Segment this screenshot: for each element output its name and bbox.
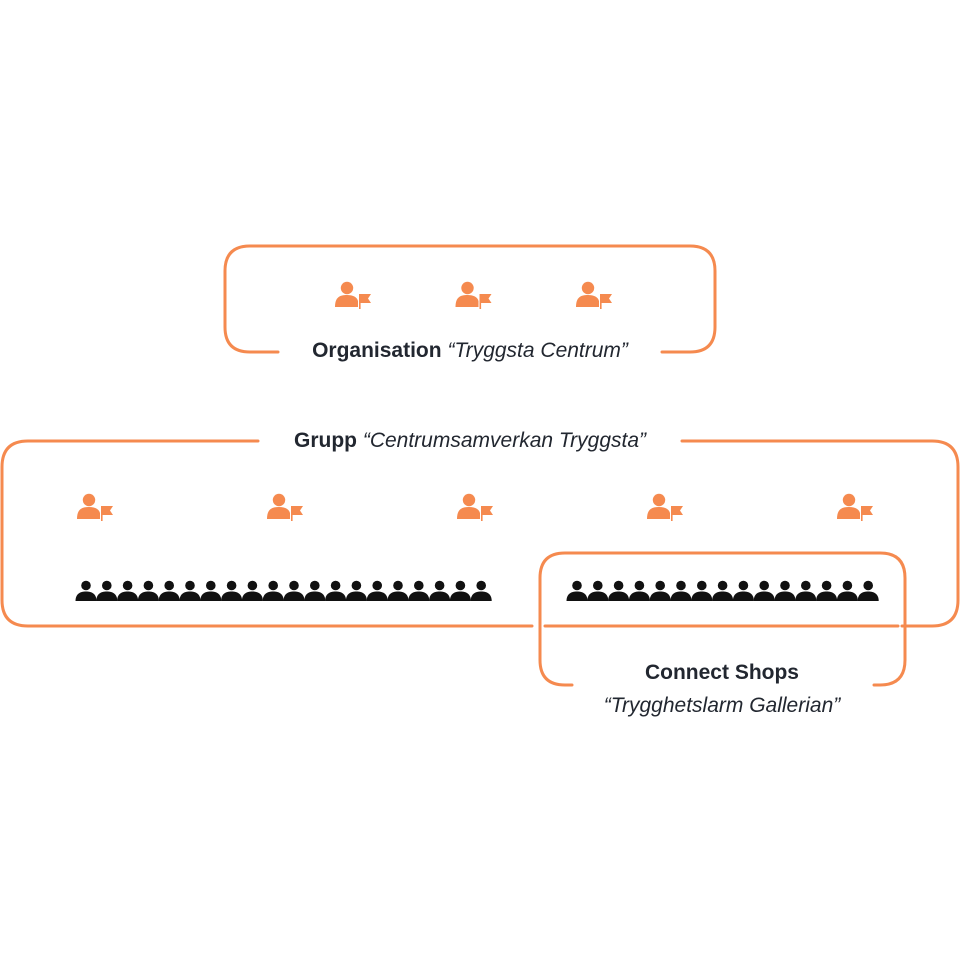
person-icon <box>449 580 471 601</box>
person-icon <box>200 580 222 601</box>
organisation-admins <box>335 281 612 309</box>
admin-user-flag-icon <box>267 493 303 521</box>
connect-shops-name: “Trygghetslarm Gallerian” <box>603 694 841 717</box>
group-caption: Grupp “Centrumsamverkan Tryggsta” <box>220 429 720 453</box>
admin-user-flag-icon <box>576 281 612 309</box>
person-icon <box>691 580 713 601</box>
person-icon <box>158 580 180 601</box>
person-icon <box>795 580 817 601</box>
group-admins <box>77 493 873 521</box>
person-icon <box>408 580 430 601</box>
person-icon <box>429 580 451 601</box>
person-icon <box>732 580 754 601</box>
person-icon <box>566 580 588 601</box>
admin-user-flag-icon <box>335 281 371 309</box>
person-icon <box>137 580 159 601</box>
person-icon <box>857 580 879 601</box>
person-icon <box>366 580 388 601</box>
person-icon <box>304 580 326 601</box>
admin-user-flag-icon <box>647 493 683 521</box>
admin-user-flag-icon <box>457 493 493 521</box>
connect-shops-frame <box>538 551 907 687</box>
admin-user-flag-icon <box>77 493 113 521</box>
connect-shops-members <box>566 580 879 601</box>
person-icon <box>470 580 492 601</box>
group-name: “Centrumsamverkan Tryggsta” <box>362 429 647 452</box>
person-icon <box>628 580 650 601</box>
organisation-name: “Tryggsta Centrum” <box>447 339 628 362</box>
person-icon <box>283 580 305 601</box>
person-icon <box>753 580 775 601</box>
person-icon <box>816 580 838 601</box>
connect-shops-kind: Connect Shops <box>644 661 799 684</box>
person-icon <box>670 580 692 601</box>
person-icon <box>774 580 796 601</box>
person-icon <box>241 580 263 601</box>
person-icon <box>836 580 858 601</box>
person-icon <box>587 580 609 601</box>
connect-shops-caption: Connect Shops “Trygghetslarm Gallerian” <box>572 656 872 722</box>
person-icon <box>608 580 630 601</box>
person-icon <box>387 580 409 601</box>
admin-user-flag-icon <box>455 281 492 309</box>
group-members <box>75 580 492 601</box>
person-icon <box>179 580 201 601</box>
organisation-frame <box>223 244 717 354</box>
person-icon <box>221 580 243 601</box>
person-icon <box>345 580 367 601</box>
group-frame <box>0 439 534 628</box>
person-icon <box>649 580 671 601</box>
admin-user-flag-icon <box>837 493 873 521</box>
person-icon <box>117 580 139 601</box>
organisation-caption: Organisation “Tryggsta Centrum” <box>220 339 720 363</box>
group-kind: Grupp <box>293 429 357 452</box>
person-icon <box>712 580 734 601</box>
person-icon <box>75 580 97 601</box>
person-icon <box>96 580 118 601</box>
person-icon <box>325 580 347 601</box>
organisation-kind: Organisation <box>312 339 442 362</box>
person-icon <box>262 580 284 601</box>
group-frame-right <box>680 439 960 628</box>
